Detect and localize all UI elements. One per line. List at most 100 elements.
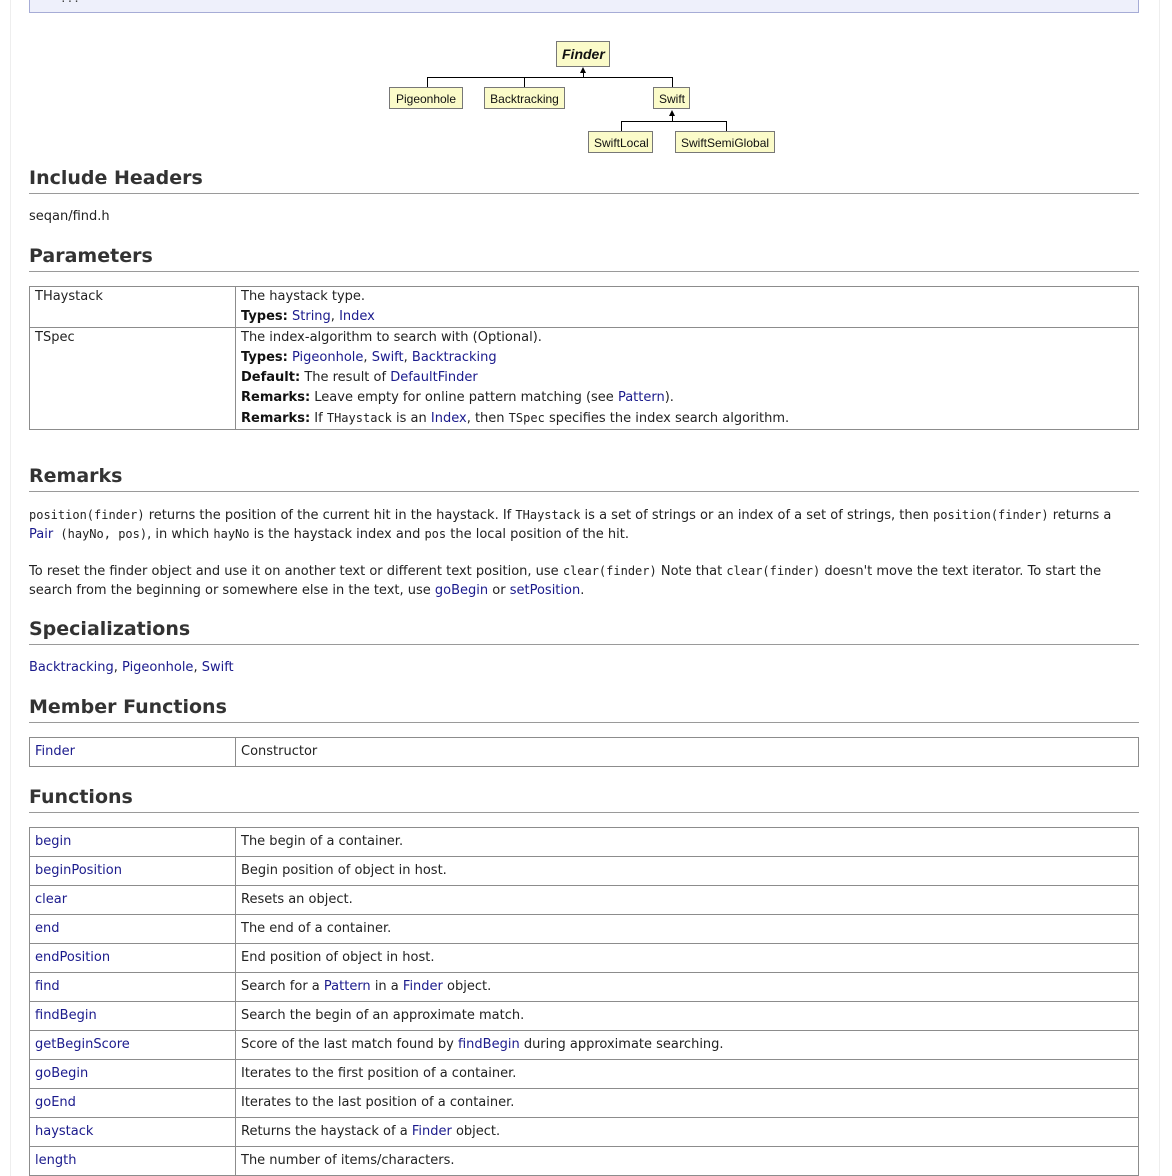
gobegin-link[interactable]: goBegin — [434, 583, 489, 598]
connector — [726, 121, 727, 131]
finder-link[interactable]: Finder — [402, 979, 443, 994]
function-link-goend[interactable]: goEnd — [35, 1095, 76, 1110]
type-link-index[interactable]: Index — [339, 309, 375, 324]
index-link[interactable]: Index — [430, 411, 467, 426]
function-link-length[interactable]: length — [35, 1153, 77, 1168]
code-example-box: ... — [29, 0, 1139, 13]
function-cell: find — [29, 972, 236, 1002]
function-link-find[interactable]: find — [35, 979, 60, 994]
function-link-getbeginscore[interactable]: getBeginScore — [35, 1037, 130, 1052]
section-title-member-functions: Member Functions — [29, 696, 1139, 723]
specialization-link-backtracking[interactable]: Backtracking — [29, 660, 114, 675]
remark-text: returns a — [1048, 508, 1112, 523]
remarks-paragraph-2: To reset the finder object and use it on… — [29, 562, 1137, 600]
types-label: Types: — [241, 350, 288, 365]
code-inline: position(finder) — [29, 508, 145, 522]
param-remark: Remarks: If THaystack is an Index, then … — [241, 408, 1133, 429]
code-inline: TSpec — [508, 411, 545, 425]
function-cell: findBegin — [29, 1001, 236, 1031]
table-row: beginPosition Begin position of object i… — [29, 856, 1139, 886]
table-row: endPosition End position of object in ho… — [29, 943, 1139, 973]
function-cell: endPosition — [29, 943, 236, 973]
remark-text: is a set of strings or an index of a set… — [580, 508, 934, 523]
desc-text: Search for a — [241, 979, 324, 994]
desc-text: Returns the haystack of a — [241, 1124, 412, 1139]
type-link-swift[interactable]: Swift — [371, 350, 404, 365]
findbegin-link[interactable]: findBegin — [457, 1037, 520, 1052]
table-row: Finder Constructor — [29, 737, 1139, 767]
function-cell: haystack — [29, 1117, 236, 1147]
param-types: Types: String, Index — [241, 309, 375, 324]
remark-text: If — [314, 411, 323, 426]
pattern-link[interactable]: Pattern — [617, 390, 665, 405]
section-title-remarks: Remarks — [29, 465, 1139, 492]
remark-text: or — [488, 583, 510, 598]
table-row: length The number of items/characters. — [29, 1146, 1139, 1176]
function-desc: Iterates to the first position of a cont… — [235, 1059, 1139, 1089]
function-cell: goEnd — [29, 1088, 236, 1118]
function-link-findbegin[interactable]: findBegin — [35, 1008, 97, 1023]
remarks-paragraph-1: position(finder) returns the position of… — [29, 506, 1137, 544]
table-row: THaystack The haystack type. Types: Stri… — [29, 286, 1139, 328]
diagram-node-finder[interactable]: Finder — [556, 41, 610, 67]
table-row: clear Resets an object. — [29, 885, 1139, 915]
function-link-end[interactable]: end — [35, 921, 60, 936]
type-link-string[interactable]: String — [292, 309, 331, 324]
type-link-pigeonhole[interactable]: Pigeonhole — [292, 350, 364, 365]
remark-text: is an — [396, 411, 427, 426]
specialization-link-pigeonhole[interactable]: Pigeonhole — [122, 660, 194, 675]
type-link-backtracking[interactable]: Backtracking — [411, 350, 497, 365]
function-link-clear[interactable]: clear — [35, 892, 68, 907]
function-desc: Search the begin of an approximate match… — [235, 1001, 1139, 1031]
setposition-link[interactable]: setPosition — [509, 583, 581, 598]
default-finder-link[interactable]: DefaultFinder — [390, 370, 478, 385]
param-types: Types: Pigeonhole, Swift, Backtracking — [241, 350, 497, 365]
pair-link[interactable]: Pair — [29, 527, 54, 542]
parameters-table: THaystack The haystack type. Types: Stri… — [29, 286, 1139, 430]
diagram-node-swiftlocal[interactable]: SwiftLocal — [588, 131, 653, 153]
remark-text: . — [580, 583, 585, 598]
param-description: The index-algorithm to search with (Opti… — [235, 327, 1139, 430]
table-row: TSpec The index-algorithm to search with… — [29, 327, 1139, 430]
member-function-desc: Constructor — [235, 737, 1139, 767]
function-link-endposition[interactable]: endPosition — [35, 950, 111, 965]
remark-text: doesn't move the text iterator. To start… — [29, 564, 1102, 598]
param-desc-text: The haystack type. — [241, 289, 366, 304]
arrow-icon — [580, 67, 586, 73]
remark-text: Leave empty for online pattern matching … — [314, 390, 614, 405]
finder-link[interactable]: Finder — [411, 1124, 452, 1139]
function-cell: length — [29, 1146, 236, 1176]
table-row: goBegin Iterates to the first position o… — [29, 1059, 1139, 1089]
diagram-node-swiftsemiglobal[interactable]: SwiftSemiGlobal — [675, 131, 775, 153]
specialization-link-swift[interactable]: Swift — [201, 660, 234, 675]
code-inline: hayNo — [213, 527, 250, 541]
pattern-link[interactable]: Pattern — [323, 979, 371, 994]
connector — [524, 77, 525, 87]
param-name: TSpec — [29, 327, 236, 430]
remark-text: Note that — [656, 564, 727, 579]
remark-text: , in which — [147, 527, 214, 542]
function-link-haystack[interactable]: haystack — [35, 1124, 94, 1139]
default-label: Default: — [241, 370, 301, 385]
diagram-node-pigeonhole[interactable]: Pigeonhole — [389, 87, 463, 109]
diagram-node-backtracking[interactable]: Backtracking — [484, 87, 565, 109]
types-label: Types: — [241, 309, 288, 324]
function-cell: clear — [29, 885, 236, 915]
function-desc: Score of the last match found by findBeg… — [235, 1030, 1139, 1060]
member-function-link-finder[interactable]: Finder — [35, 744, 75, 759]
remark-text: ). — [664, 390, 674, 405]
function-desc: The end of a container. — [235, 914, 1139, 944]
function-cell: getBeginScore — [29, 1030, 236, 1060]
remark-text: is the haystack index and — [249, 527, 425, 542]
function-link-beginposition[interactable]: beginPosition — [35, 863, 122, 878]
diagram-node-swift[interactable]: Swift — [653, 87, 690, 109]
remark-text: specifies the index search algorithm. — [548, 411, 790, 426]
function-desc: Begin position of object in host. — [235, 856, 1139, 886]
function-link-begin[interactable]: begin — [35, 834, 72, 849]
desc-text: in a — [370, 979, 403, 994]
code-fragment: ... — [60, 0, 80, 5]
code-inline: clear(finder) — [726, 564, 821, 578]
code-inline: (hayNo, pos) — [53, 527, 148, 541]
function-link-gobegin[interactable]: goBegin — [35, 1066, 89, 1081]
code-inline: THaystack — [515, 508, 581, 522]
